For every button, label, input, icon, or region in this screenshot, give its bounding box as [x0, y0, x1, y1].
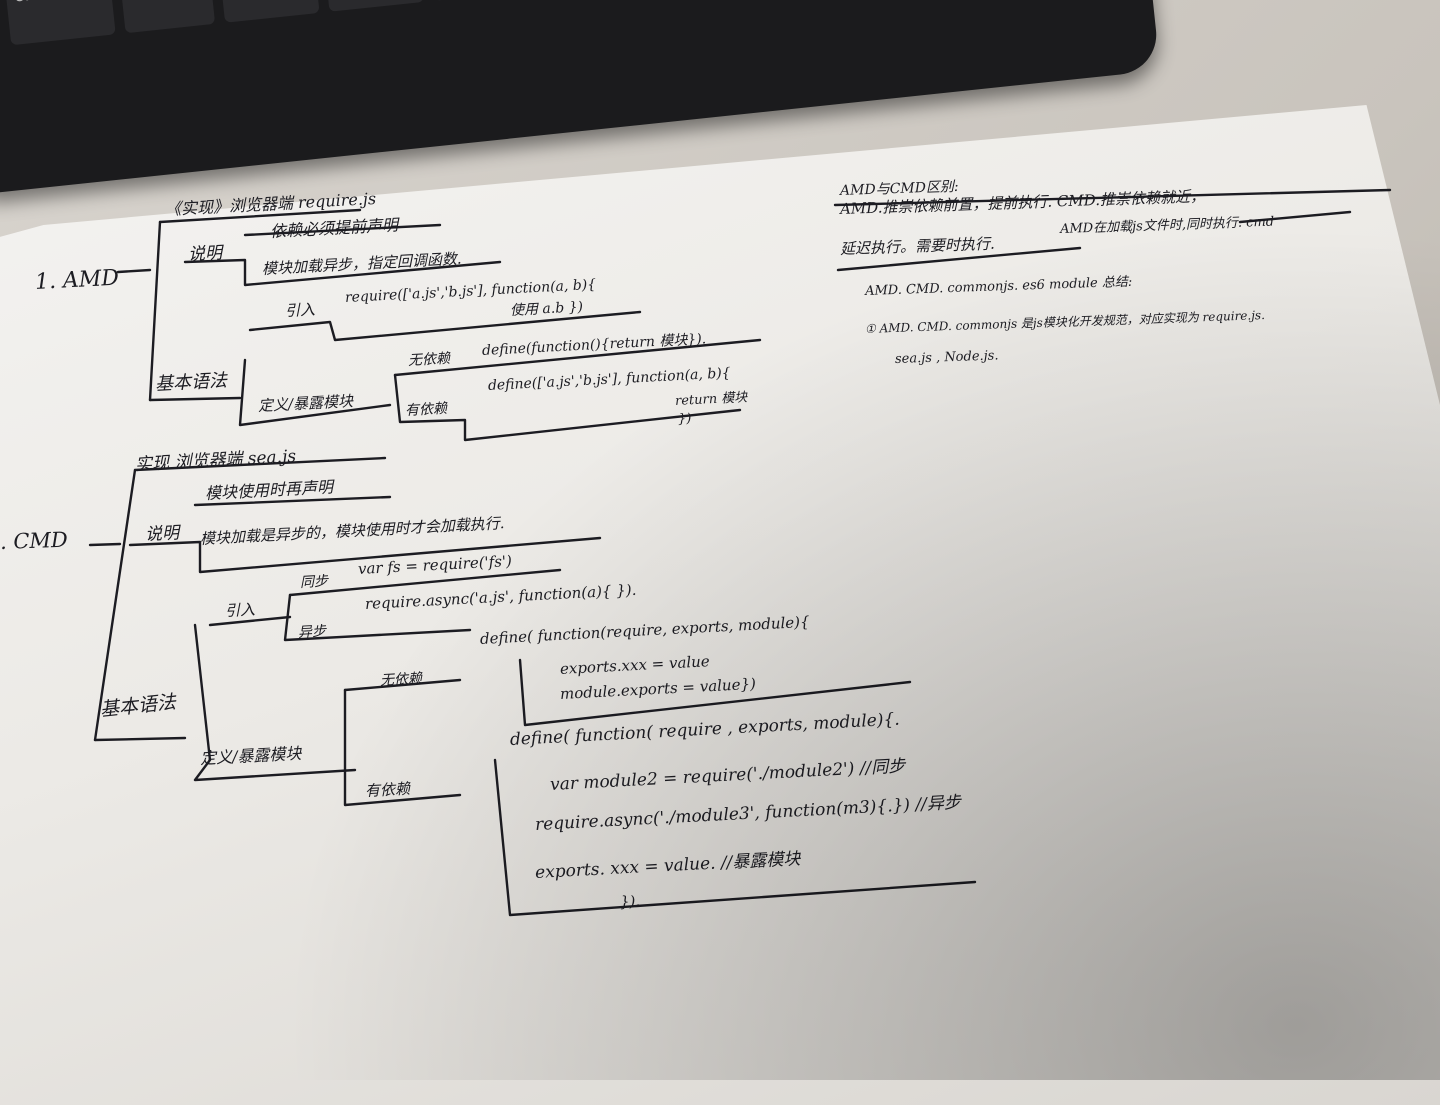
cmd-explain-label: 说明	[144, 523, 180, 545]
paper-sheet	[0, 105, 1440, 1105]
cmd-with-dep-code-5: }).	[619, 891, 641, 911]
cmd-with-dep-label: 有依赖	[364, 779, 411, 800]
amd-title: 1. AMD	[34, 265, 120, 295]
amd-with-dep-label: 有依赖	[404, 400, 448, 419]
cmd-title: . CMD	[0, 527, 69, 554]
amd-with-dep-code-2: return 模块	[674, 390, 748, 409]
cmd-import-label: 引入	[224, 600, 256, 620]
amd-import-label: 引入	[284, 300, 316, 320]
amd-explain-label: 说明	[187, 243, 223, 265]
amd-syntax-label: 基本语法	[154, 370, 228, 395]
amd-no-dep-label: 无依赖	[407, 350, 451, 369]
amd-with-dep-code-3: })	[677, 411, 692, 427]
cmd-async-label: 异步	[297, 623, 327, 641]
cmd-no-dep-label: 无依赖	[379, 670, 423, 689]
amd-import-code-2: 使用 a.b })	[509, 299, 584, 319]
mind-map-lines	[88, 188, 1392, 917]
cmd-sync-label: 同步	[299, 573, 329, 591]
